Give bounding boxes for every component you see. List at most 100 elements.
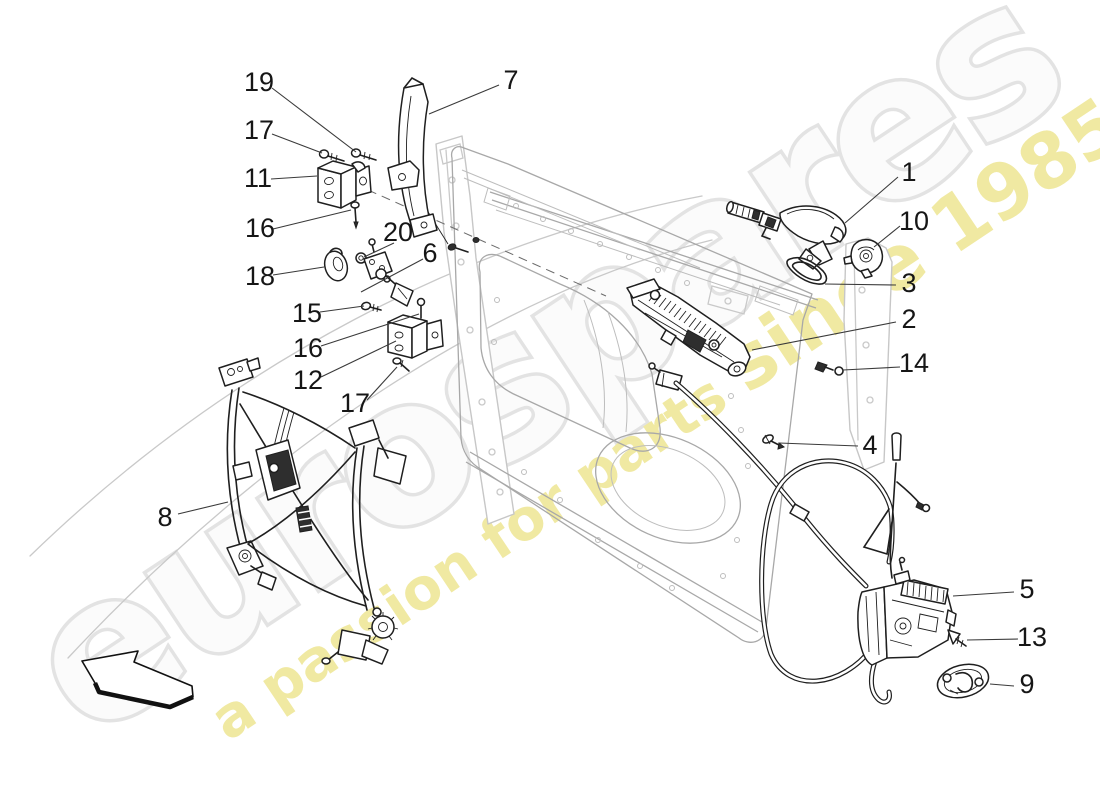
door-sill-band (465, 451, 763, 633)
leader-line-15 (319, 305, 365, 313)
leader-line-16 (272, 209, 352, 230)
part-number-13: 13 (1017, 622, 1047, 652)
leader-line-6 (360, 258, 424, 293)
part-number-10: 10 (899, 206, 929, 236)
part-15-bolt (360, 301, 382, 313)
part-7-glass-channel (387, 76, 438, 238)
pillar-bolt-shaft (455, 247, 469, 253)
speaker-opening-inner (610, 445, 726, 531)
lock-cables (648, 362, 931, 705)
body-sweep-line (67, 239, 713, 659)
door-impact-beam (489, 191, 819, 309)
part-number-16: 16 (245, 213, 275, 243)
part-number-7: 7 (503, 65, 518, 95)
leader-line-11 (270, 175, 318, 180)
leader-line-7 (428, 84, 500, 115)
leader-line-10 (873, 225, 901, 248)
leader-line-8 (177, 501, 229, 515)
leader-line-18 (272, 266, 325, 276)
body-sweep-line (29, 195, 703, 557)
beam-end-bracket (707, 285, 749, 315)
pillar-hole (466, 326, 474, 334)
assembly-line (367, 189, 607, 297)
leader-line-9 (989, 683, 1015, 687)
part-number-17: 17 (340, 388, 370, 418)
part-number-6: 6 (422, 238, 437, 268)
door-inner-opening (478, 253, 661, 452)
hinge-pillar-detail (439, 143, 464, 231)
part-number-2: 2 (901, 304, 916, 334)
leader-line-17 (366, 366, 398, 401)
parts-layer (218, 76, 990, 705)
door-detail-curves (583, 299, 628, 433)
part-number-17: 17 (244, 115, 274, 145)
leader-line-16 (320, 313, 420, 347)
leader-line-4 (778, 442, 859, 447)
leader-line-12 (320, 340, 397, 378)
part-16-bolt-lower (416, 297, 426, 319)
direction-arrow (81, 650, 194, 710)
part-8-window-regulator (218, 357, 407, 665)
pillar-hole (866, 396, 874, 404)
part-number-4: 4 (862, 430, 877, 460)
lock-pillar-detail (853, 249, 859, 441)
part-11-upper-hinge (317, 160, 372, 209)
pillar-hole (457, 258, 465, 266)
speaker-opening (595, 432, 741, 544)
leader-line-3 (824, 283, 897, 286)
part-number-8: 8 (157, 502, 172, 532)
part-number-19: 19 (244, 67, 274, 97)
part-number-1: 1 (901, 157, 916, 187)
part-13-screw (947, 629, 967, 648)
part-number-12: 12 (293, 365, 323, 395)
pillar-hole (862, 341, 870, 349)
part-number-16: 16 (293, 333, 323, 363)
part-number-14: 14 (899, 348, 929, 378)
part-12-lower-hinge (387, 314, 444, 359)
part-number-9: 9 (1019, 669, 1034, 699)
part-3-gasket (786, 256, 828, 285)
pillar-hole (488, 448, 496, 456)
part-5-door-lock (857, 556, 957, 666)
part-18-grommet (323, 247, 349, 282)
part-14-screw (814, 361, 844, 376)
leader-line-5 (952, 591, 1015, 597)
pillar-hole (858, 286, 866, 294)
leader-line-1 (844, 176, 899, 224)
part-19-screw (350, 148, 377, 161)
part-number-3: 3 (901, 268, 916, 298)
leader-line-2 (751, 321, 897, 351)
part-4-screw (762, 434, 786, 450)
leader-line-20 (363, 242, 395, 258)
part-number-15: 15 (292, 298, 322, 328)
part-6-door-check (363, 238, 414, 307)
part-9-striker (936, 663, 990, 699)
part-16-bolt-upper (350, 201, 360, 230)
door-inner-panel-outline (450, 146, 813, 643)
body-frame-art (29, 135, 893, 659)
part-2-handle-frame (626, 278, 751, 377)
part-number-18: 18 (245, 261, 275, 291)
beam-brackets (483, 187, 799, 316)
part-17-screw (318, 149, 345, 162)
part-number-11: 11 (244, 163, 272, 193)
pillar-bolt (472, 237, 480, 243)
part-17-bolt-lower (392, 357, 410, 372)
leader-line-14 (842, 366, 901, 371)
leader-line-19 (271, 87, 357, 153)
leader-line-13 (966, 638, 1019, 641)
leader-line-17 (271, 133, 323, 154)
hinge-pillar (435, 135, 515, 525)
part-number-20: 20 (383, 217, 413, 247)
pillar-bolt (447, 243, 457, 251)
pillar-hole (496, 488, 504, 496)
part-10-lock-cap (843, 238, 884, 279)
part-1-door-handle (725, 200, 847, 270)
door-panel-art (450, 146, 819, 643)
pillar-hole (478, 398, 486, 406)
